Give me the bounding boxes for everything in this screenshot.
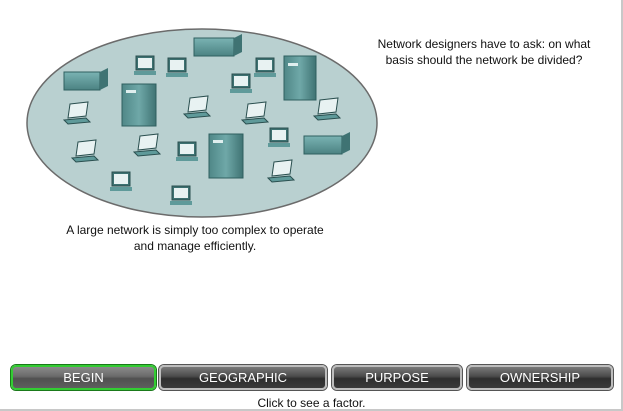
design-question-caption: Network designers have to ask: on what b… (377, 37, 591, 67)
purpose-button-label: PURPOSE (365, 370, 429, 385)
desktop-computer-icon (176, 141, 198, 161)
ownership-button[interactable]: OWNERSHIP (467, 365, 613, 390)
laptop-icon (62, 101, 92, 125)
laptop-icon (182, 95, 212, 119)
purpose-button[interactable]: PURPOSE (332, 365, 462, 390)
network-complexity-caption: A large network is simply too complex to… (66, 223, 324, 253)
laptop-icon (266, 159, 296, 183)
laptop-icon (132, 133, 162, 157)
instruction-hint: Click to see a factor. (257, 396, 366, 410)
switch-box-icon (63, 68, 108, 91)
desktop-computer-icon (254, 57, 276, 77)
switch-box-icon (193, 34, 242, 57)
server-tower-icon (283, 55, 317, 101)
server-tower-icon (121, 83, 157, 127)
laptop-icon (312, 97, 342, 121)
frame-border-bottom (0, 409, 623, 411)
switch-box-icon (303, 132, 350, 155)
laptop-icon (240, 101, 270, 125)
large-network-illustration (26, 28, 378, 218)
begin-button-label: BEGIN (63, 370, 104, 385)
geographic-button[interactable]: GEOGRAPHIC (159, 365, 327, 390)
desktop-computer-icon (134, 55, 156, 75)
desktop-computer-icon (166, 57, 188, 77)
begin-button[interactable]: BEGIN (11, 365, 156, 390)
frame-border-right (621, 0, 623, 411)
desktop-computer-icon (110, 171, 132, 191)
desktop-computer-icon (170, 185, 192, 205)
server-tower-icon (208, 133, 244, 179)
ownership-button-label: OWNERSHIP (499, 370, 581, 385)
laptop-icon (70, 139, 100, 163)
desktop-computer-icon (230, 73, 252, 93)
desktop-computer-icon (268, 127, 290, 147)
geographic-button-label: GEOGRAPHIC (198, 370, 288, 385)
